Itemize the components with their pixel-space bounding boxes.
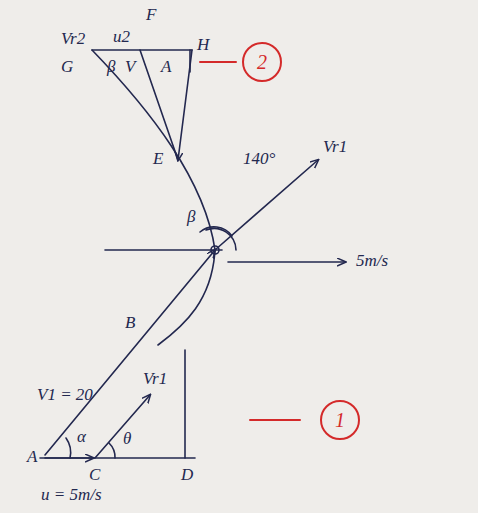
point-label: F xyxy=(145,6,157,25)
angle-label: α xyxy=(76,428,87,447)
angle-label: β xyxy=(186,208,196,227)
velocity-label: Vr2 xyxy=(60,30,86,49)
point-label: D xyxy=(180,466,194,485)
speed-label: 5m/s xyxy=(355,252,389,271)
point-label: B xyxy=(124,314,136,333)
velocity-label: u2 xyxy=(112,28,131,47)
point-label: E xyxy=(152,150,164,169)
circled-number: 2 xyxy=(241,41,283,83)
point-label: G xyxy=(60,58,74,77)
angle-label: θ xyxy=(122,430,132,449)
velocity-label: Vr1 xyxy=(322,138,348,157)
velocity-label: V1 = 20 xyxy=(36,386,94,405)
point-label: C xyxy=(88,466,101,485)
point-label: H xyxy=(196,36,210,55)
angle-label: 140° xyxy=(242,150,276,169)
point-label: A xyxy=(26,448,38,467)
speed-label: u = 5m/s xyxy=(40,486,103,505)
velocity-label: Vr1 xyxy=(142,370,168,389)
callout-number: 2 xyxy=(257,52,267,72)
callout-number: 1 xyxy=(335,410,345,430)
angle-label: β xyxy=(106,58,116,77)
velocity-label: V xyxy=(124,58,136,77)
circled-number: 1 xyxy=(319,399,361,441)
point-label: A xyxy=(160,58,172,77)
